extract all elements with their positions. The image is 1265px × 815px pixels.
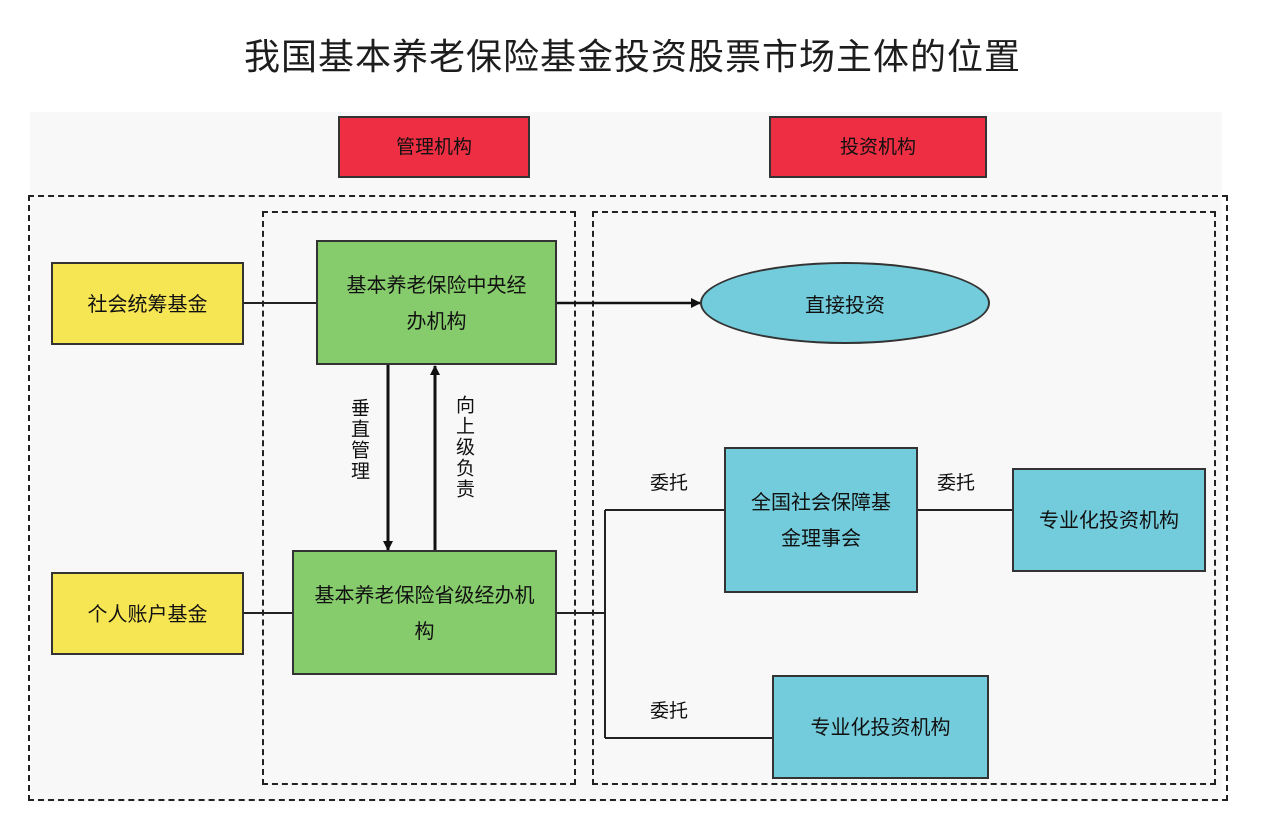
investment-frame — [592, 211, 1216, 785]
social-pool-fund-box: 社会统筹基金 — [51, 262, 244, 345]
upward-responsibility-label: 向上级负责 — [453, 395, 475, 500]
pro-investment-box-bottom: 专业化投资机构 — [772, 675, 989, 779]
provincial-agency-box: 基本养老保险省级经办机构 — [292, 550, 557, 675]
ssf-council-box: 全国社会保障基金理事会 — [724, 447, 918, 593]
investment-header: 投资机构 — [769, 116, 987, 178]
entrust-label-pro-right: 委托 — [937, 472, 976, 494]
individual-account-fund-box: 个人账户基金 — [51, 572, 244, 655]
line-provincial-branch — [557, 509, 773, 739]
central-agency-box: 基本养老保险中央经办机构 — [316, 240, 557, 365]
direct-investment-ellipse: 直接投资 — [700, 262, 990, 344]
management-frame — [262, 211, 576, 785]
diagram-background — [30, 112, 1222, 802]
management-header: 管理机构 — [338, 116, 530, 178]
vertical-management-label: 垂直管理 — [348, 398, 370, 482]
diagram-title: 我国基本养老保险基金投资股票市场主体的位置 — [243, 37, 1021, 78]
entrust-label-council: 委托 — [650, 472, 689, 494]
entrust-label-pro-bottom: 委托 — [650, 700, 689, 722]
outer-frame — [28, 195, 1228, 801]
pro-investment-box-right: 专业化投资机构 — [1012, 468, 1206, 572]
